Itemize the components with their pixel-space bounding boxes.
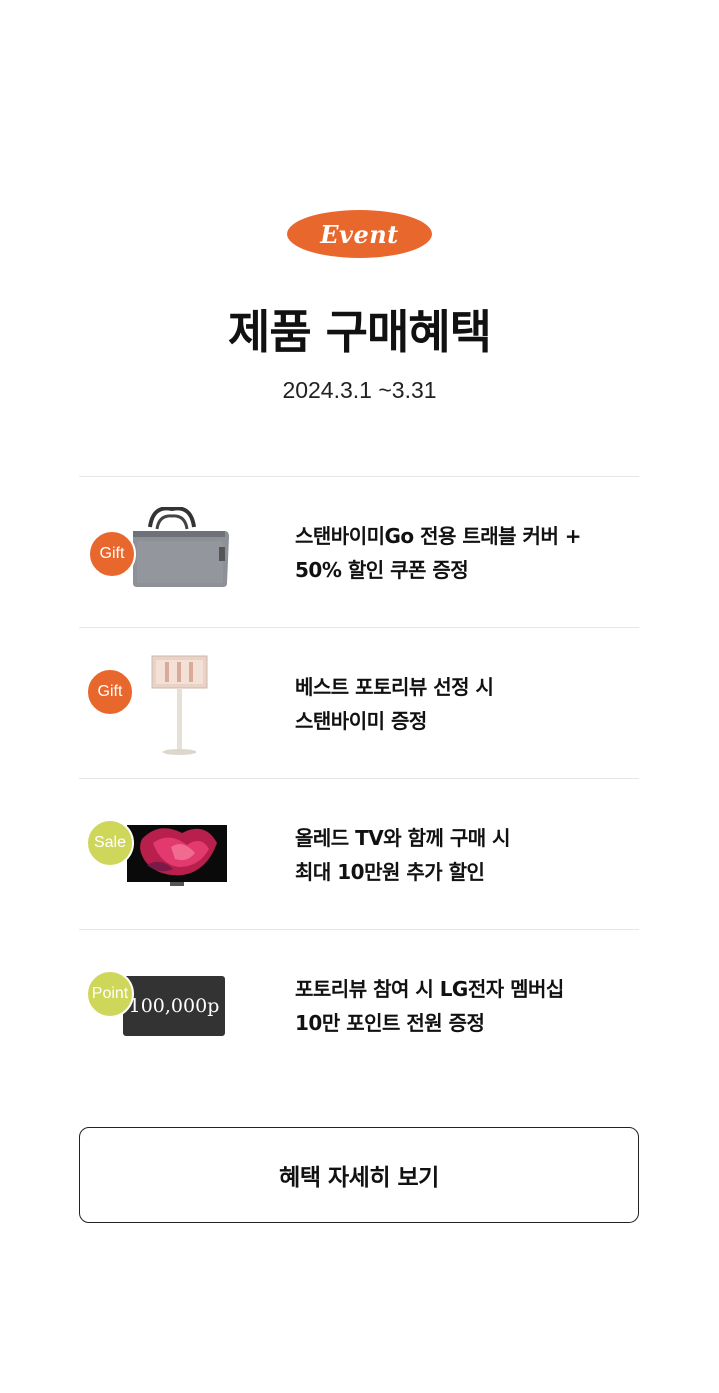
event-badge: Event <box>287 210 432 258</box>
page-title: 제품 구매혜택 <box>228 305 492 359</box>
benefit-description: 베스트 포토리뷰 선정 시 스탠바이미 증정 <box>295 670 635 738</box>
divider <box>79 476 639 477</box>
gift-badge: Gift <box>88 530 136 578</box>
benefit-item-travel-cover: Gift 스탠바이미Go 전용 트래블 커버 + 50% 할인 쿠폰 증정 <box>79 477 639 627</box>
gift-badge: Gift <box>86 668 134 716</box>
event-period: 2024.3.1 ~3.31 <box>282 377 437 403</box>
benefit-description: 스탠바이미Go 전용 트래블 커버 + 50% 할인 쿠폰 증정 <box>295 519 635 587</box>
divider <box>79 627 639 628</box>
sale-badge: Sale <box>86 819 134 867</box>
benefit-line-1: 올레드 TV와 함께 구매 시 <box>295 826 511 850</box>
benefit-line-2: 스탠바이미 증정 <box>295 709 427 733</box>
benefit-line-2: 50% 할인 쿠폰 증정 <box>295 558 469 582</box>
oled-tv-image: Sale <box>86 809 237 899</box>
benefit-line-1: 포토리뷰 참여 시 LG전자 멤버십 <box>295 977 564 1001</box>
benefit-line-2: 최대 10만원 추가 할인 <box>295 860 485 884</box>
benefit-item-photo-review: Gift 베스트 포토리뷰 선정 시 스탠바이미 증정 <box>79 628 639 778</box>
benefit-item-oled-tv: Sale 올레드 TV와 함께 구매 시 최대 10만원 추가 할인 <box>79 779 639 929</box>
standbyme-stand-image: Gift <box>86 654 237 758</box>
point-badge: Point <box>86 970 134 1018</box>
benefit-description: 올레드 TV와 함께 구매 시 최대 10만원 추가 할인 <box>295 821 635 889</box>
benefit-list: Gift 스탠바이미Go 전용 트래블 커버 + 50% 할인 쿠폰 증정 Gi… <box>79 476 639 1080</box>
benefit-line-2: 10만 포인트 전원 증정 <box>295 1011 485 1035</box>
point-card-amount: 100,000p <box>128 995 220 1017</box>
event-label: Event <box>320 219 399 249</box>
benefit-item-membership-point: 100,000p Point 포토리뷰 참여 시 LG전자 멤버십 10만 포인… <box>79 930 639 1080</box>
benefit-line-1: 스탠바이미Go 전용 트래블 커버 + <box>295 524 582 548</box>
point-card-image: 100,000p Point <box>86 960 237 1050</box>
view-benefits-button[interactable]: 혜택 자세히 보기 <box>79 1127 639 1223</box>
benefit-description: 포토리뷰 참여 시 LG전자 멤버십 10만 포인트 전원 증정 <box>295 972 635 1040</box>
point-card: 100,000p <box>123 976 225 1036</box>
travel-bag-image: Gift <box>87 506 237 597</box>
divider <box>79 778 639 779</box>
divider <box>79 929 639 930</box>
benefit-line-1: 베스트 포토리뷰 선정 시 <box>295 675 494 699</box>
